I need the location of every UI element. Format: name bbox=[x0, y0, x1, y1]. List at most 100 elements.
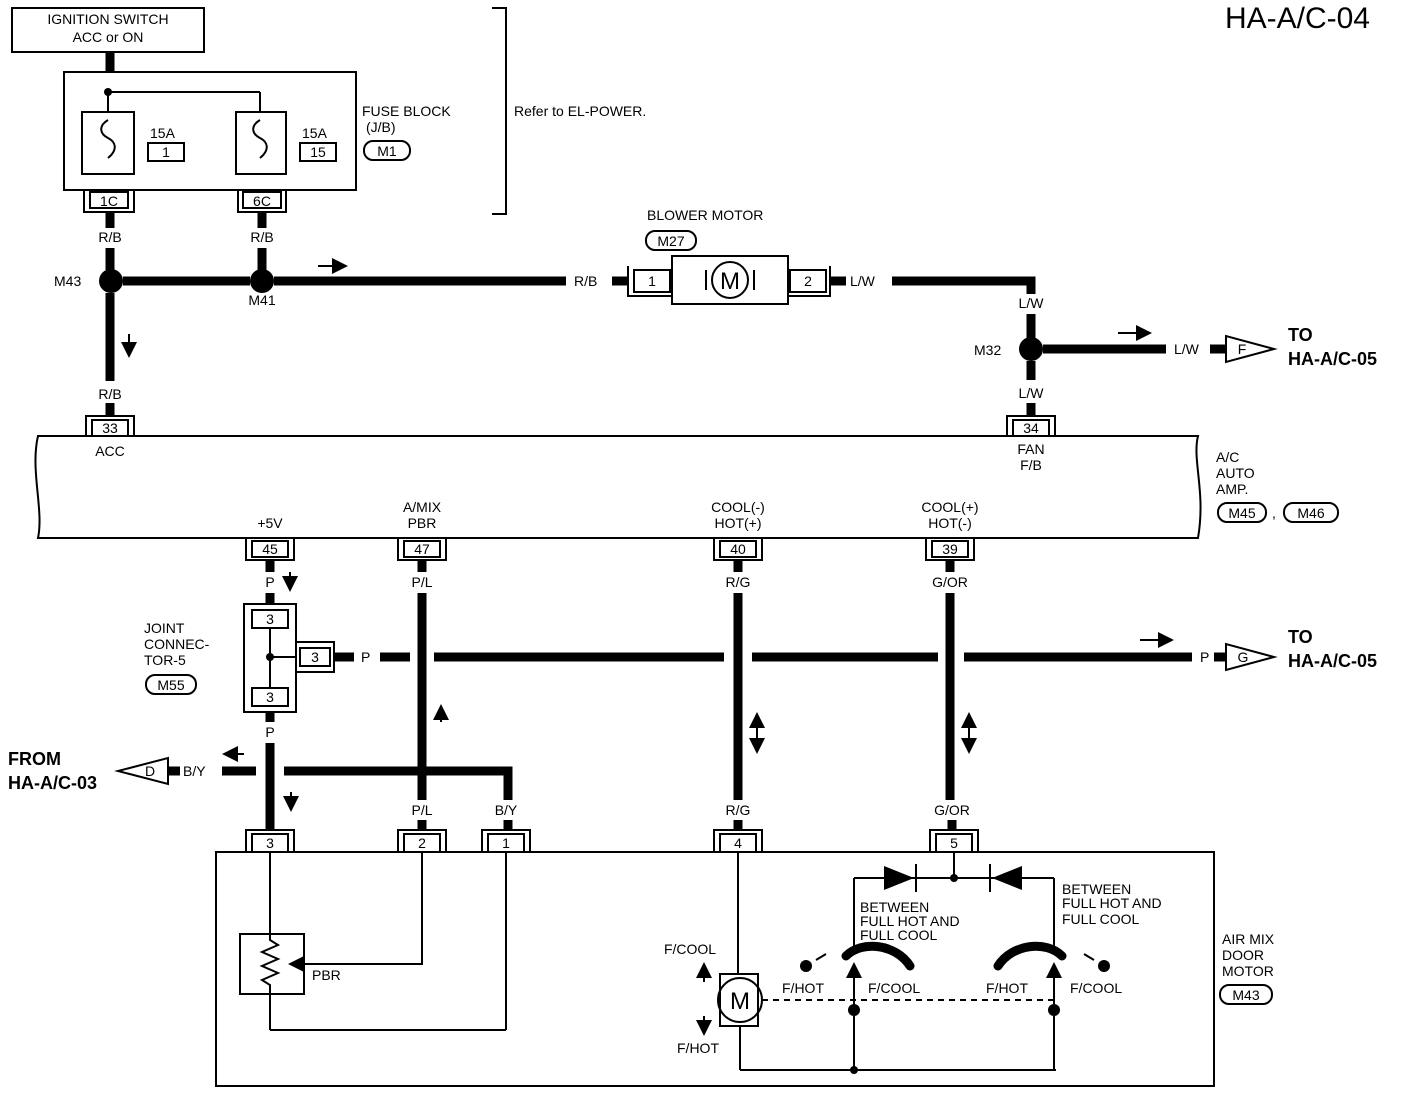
svg-text:39: 39 bbox=[942, 541, 958, 557]
svg-text:5: 5 bbox=[950, 835, 958, 851]
amp-pin-45: 45 bbox=[245, 538, 295, 561]
svg-text:3: 3 bbox=[266, 689, 274, 705]
wire-p-joint: P bbox=[361, 649, 370, 665]
amp-pin-39: 39 bbox=[925, 538, 975, 561]
wire-pl-47: P/L bbox=[411, 574, 432, 590]
motor-pin-4: 4 bbox=[713, 829, 763, 853]
amp-pin-40-label2: HOT(+) bbox=[714, 515, 761, 531]
svg-text:1: 1 bbox=[502, 835, 510, 851]
ignition-line1: IGNITION SWITCH bbox=[47, 11, 168, 27]
svg-text:3: 3 bbox=[266, 835, 274, 851]
from-ref: HA-A/C-03 bbox=[8, 773, 97, 793]
between-left-3: FULL COOL bbox=[860, 927, 937, 943]
joint-label2: CONNEC- bbox=[144, 636, 210, 652]
to-label-f: TO bbox=[1288, 325, 1313, 345]
fuse-block-label: FUSE BLOCK bbox=[362, 103, 451, 119]
fuse-15-symbol bbox=[252, 119, 268, 159]
fuse-1-symbol bbox=[100, 119, 116, 159]
amp-pin-33: 33 bbox=[85, 415, 135, 437]
motor-unit-label3: MOTOR bbox=[1222, 963, 1274, 979]
fuse-1-number: 1 bbox=[162, 144, 170, 160]
blower-motor-label: BLOWER MOTOR bbox=[647, 207, 763, 223]
wire-p-45: P bbox=[265, 574, 274, 590]
amp-pin-45-label: +5V bbox=[257, 515, 283, 531]
offpage-d-connector bbox=[114, 756, 169, 786]
joint-label3: TOR-5 bbox=[144, 652, 186, 668]
terminal-6c: 6C bbox=[237, 190, 287, 213]
fuse-block-jb: (J/B) bbox=[366, 119, 396, 135]
svg-text:40: 40 bbox=[730, 541, 746, 557]
to-label-g: TO bbox=[1288, 627, 1313, 647]
joint-connector-5: 3 3 3 bbox=[243, 603, 335, 713]
blower-motor: 1 M 2 bbox=[627, 255, 831, 305]
splice-m43-label: M43 bbox=[54, 273, 81, 289]
svg-text:47: 47 bbox=[414, 541, 430, 557]
wire-p-to-g: P bbox=[1200, 649, 1209, 665]
fuse-1-amps: 15A bbox=[150, 125, 176, 141]
splice-m32 bbox=[1019, 337, 1043, 361]
between-right-3: FULL COOL bbox=[1062, 911, 1139, 927]
motor-pin-1: 1 bbox=[481, 829, 531, 853]
motor-pin-3: 3 bbox=[245, 829, 295, 853]
switch-right-fcool: F/COOL bbox=[1070, 980, 1122, 996]
svg-text:2: 2 bbox=[418, 835, 426, 851]
between-right-1: BETWEEN bbox=[1062, 881, 1131, 897]
svg-text:3: 3 bbox=[311, 649, 319, 665]
between-right-2: FULL HOT AND bbox=[1062, 895, 1162, 911]
amp-pin-39-label2: HOT(-) bbox=[928, 515, 972, 531]
amp-pin-40-label1: COOL(-) bbox=[711, 499, 765, 515]
switch-left-fcool: F/COOL bbox=[868, 980, 920, 996]
wire-p-joint-bottom: P bbox=[265, 724, 274, 740]
ac-amp-connector-m45: M45 bbox=[1228, 505, 1255, 521]
splice-m41 bbox=[250, 269, 274, 293]
limit-switch-right bbox=[993, 941, 1110, 1070]
refer-el-power: Refer to EL-POWER. bbox=[514, 103, 646, 119]
amp-pin-47-label2: PBR bbox=[408, 515, 437, 531]
joint-connector-m55: M55 bbox=[157, 677, 184, 693]
from-label: FROM bbox=[8, 749, 61, 769]
amp-pin-40: 40 bbox=[713, 538, 763, 561]
air-mix-motor-symbol: M bbox=[730, 988, 750, 1015]
ac-amp-connector-m46: M46 bbox=[1297, 505, 1324, 521]
blower-motor-symbol: M bbox=[720, 268, 740, 295]
svg-text:2: 2 bbox=[804, 273, 812, 289]
amp-pin-39-label1: COOL(+) bbox=[921, 499, 978, 515]
wire-lw-to-f: L/W bbox=[1174, 341, 1200, 357]
motor-unit-connector-m43: M43 bbox=[1232, 987, 1259, 1003]
joint-label1: JOINT bbox=[144, 620, 185, 636]
wire-pl-pin2: P/L bbox=[411, 802, 432, 818]
between-left-1: BETWEEN bbox=[860, 899, 929, 915]
fuse-15-number: 15 bbox=[310, 144, 326, 160]
motor-fcool-label: F/COOL bbox=[664, 941, 716, 957]
wire-rg-pin4: R/G bbox=[726, 802, 751, 818]
switch-left-fhot: F/HOT bbox=[782, 980, 824, 996]
blower-motor-connector: M27 bbox=[657, 233, 684, 249]
wire-rb-amp: R/B bbox=[98, 386, 121, 402]
diode-right bbox=[989, 864, 1022, 892]
svg-text:4: 4 bbox=[734, 835, 742, 851]
wire-rb-1c: R/B bbox=[98, 229, 121, 245]
splice-m43 bbox=[99, 269, 123, 293]
splice-m32-label: M32 bbox=[974, 342, 1001, 358]
svg-text:1: 1 bbox=[648, 273, 656, 289]
svg-text:D: D bbox=[145, 763, 155, 779]
offpage-f-connector bbox=[1225, 334, 1278, 364]
to-ref-g: HA-A/C-05 bbox=[1288, 651, 1377, 671]
pbr-label: PBR bbox=[312, 967, 341, 983]
ac-auto-amp bbox=[34, 435, 1202, 539]
ignition-line2: ACC or ON bbox=[73, 29, 144, 45]
ac-amp-label2: AUTO bbox=[1216, 465, 1255, 481]
fuse-block: 15A 1 15A 15 bbox=[63, 71, 357, 191]
wire-by-from-d: B/Y bbox=[183, 763, 206, 779]
svg-text:6C: 6C bbox=[253, 193, 271, 209]
to-ref-f: HA-A/C-05 bbox=[1288, 349, 1377, 369]
amp-pin-47-label1: A/MIX bbox=[403, 499, 442, 515]
diode-left bbox=[884, 864, 917, 892]
motor-unit-label2: DOOR bbox=[1222, 947, 1264, 963]
wire-rg-40: R/G bbox=[726, 574, 751, 590]
wire-lw-lower: L/W bbox=[1019, 385, 1045, 401]
wire-gor-pin5: G/OR bbox=[934, 802, 970, 818]
svg-text:45: 45 bbox=[262, 541, 278, 557]
motor-pin-2: 2 bbox=[397, 829, 447, 853]
ac-amp-label1: A/C bbox=[1216, 449, 1239, 465]
